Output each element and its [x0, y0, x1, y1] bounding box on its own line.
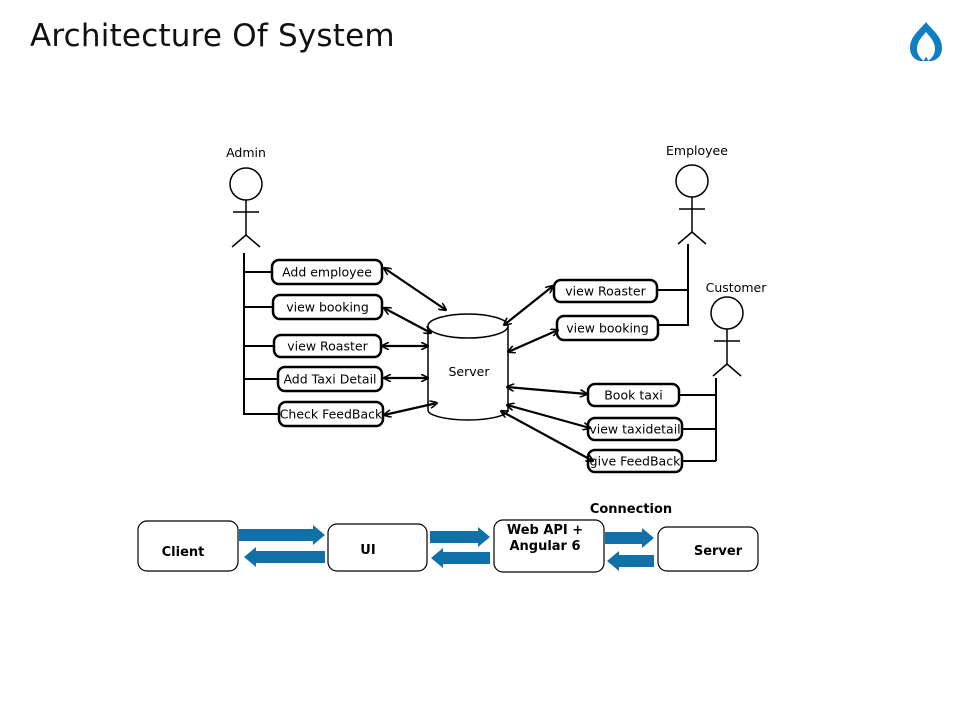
server-arrow: [501, 411, 593, 461]
admin-case-1: Add employee: [270, 258, 384, 286]
admin-case-3: view Roaster: [272, 333, 383, 359]
ui-to-client-arrow: [244, 547, 325, 567]
employee-connector: [658, 290, 689, 326]
admin-case-3-label: view Roaster: [287, 339, 368, 354]
actor-head: [675, 164, 709, 198]
connection-box-label-line: Client: [162, 545, 205, 560]
connection-box-frame: [493, 519, 605, 573]
connection-box-frame: [657, 526, 759, 572]
actor-head: [229, 167, 263, 201]
actor-right-leg: [691, 231, 707, 245]
actor-right-leg: [726, 363, 742, 377]
customer-case-2-label: view taxidetail: [589, 422, 680, 437]
customer-case-1-label: Book taxi: [604, 388, 663, 403]
connection-box-3: Web API +Angular 6: [493, 519, 605, 573]
admin-case-5: Check FeedBack: [277, 400, 385, 428]
customer-case-1: Book taxi: [586, 382, 681, 408]
connection-box-label-line: UI: [360, 543, 375, 558]
employee-connector: [657, 244, 689, 291]
actor-admin-label: Admin: [226, 145, 266, 160]
server-arrow: [507, 387, 587, 394]
admin-case-3-box: [272, 333, 383, 359]
connection-box-label: Server: [694, 544, 743, 559]
actor-admin: Admin: [226, 145, 266, 248]
connection-box-frame: [327, 523, 428, 572]
spade-drop-logo-icon: [910, 22, 942, 62]
server-label: Server: [449, 364, 491, 379]
customer-case-2: view taxidetail: [586, 416, 684, 442]
connection-box-label-line: Web API +: [507, 523, 583, 538]
api-to-ui-arrow: [431, 548, 490, 568]
api-to-server-arrow: [605, 528, 654, 548]
employee-case-1-label: view Roaster: [565, 284, 646, 299]
actor-right-leg: [245, 234, 261, 248]
server-arrow: [384, 308, 431, 333]
connection-box-2: UI: [327, 523, 428, 572]
employee-case-1: view Roaster: [552, 278, 659, 304]
ui-to-api-arrow: [430, 527, 490, 547]
page-title: Architecture Of System: [30, 18, 395, 54]
actor-left-leg: [712, 363, 728, 377]
connection-box-label-line: Server: [694, 544, 743, 559]
connection-box-label: UI: [360, 543, 375, 558]
employee-case-2-box: [555, 314, 660, 342]
connection-box-label-line: Angular 6: [509, 539, 580, 554]
admin-case-2-label: view booking: [286, 300, 369, 315]
admin-case-4-label: Add Taxi Detail: [283, 372, 376, 387]
actor-left-leg: [231, 234, 247, 248]
actor-left-leg: [677, 231, 693, 245]
server-arrow: [384, 403, 437, 415]
connection-box-frame: [137, 520, 239, 572]
admin-case-4: Add Taxi Detail: [276, 365, 384, 393]
actor-employee-label: Employee: [666, 143, 728, 158]
admin-case-5-label: Check FeedBack: [280, 407, 383, 422]
actor-customer-label: Customer: [706, 280, 768, 295]
employee-case-2: view booking: [555, 314, 660, 342]
actor-head: [710, 296, 744, 330]
server-to-api-arrow: [607, 551, 654, 571]
connection-box-1: Client: [137, 520, 239, 572]
server-arrow: [508, 330, 558, 352]
server-cylinder: Server: [427, 313, 509, 421]
client-to-ui-arrow: [239, 525, 325, 545]
admin-case-4-box: [276, 365, 384, 393]
actor-employee: Employee: [666, 143, 728, 245]
connection-box-label: Client: [162, 545, 205, 560]
server-arrow: [384, 268, 446, 310]
server-arrow: [507, 405, 590, 428]
employee-case-2-label: view booking: [566, 321, 649, 336]
admin-case-1-label: Add employee: [282, 265, 372, 280]
admin-case-2: view booking: [271, 293, 384, 321]
connection-label: Connection: [590, 502, 672, 517]
customer-case-3: give FeedBack: [586, 448, 684, 474]
connection-box-label: Web API +Angular 6: [507, 523, 583, 554]
connection-box-4: Server: [657, 526, 759, 572]
actor-customer: Customer: [706, 280, 768, 377]
actor-connector-lines: [243, 244, 717, 462]
customer-case-3-label: give FeedBack: [590, 454, 681, 469]
server-arrow: [504, 286, 553, 325]
